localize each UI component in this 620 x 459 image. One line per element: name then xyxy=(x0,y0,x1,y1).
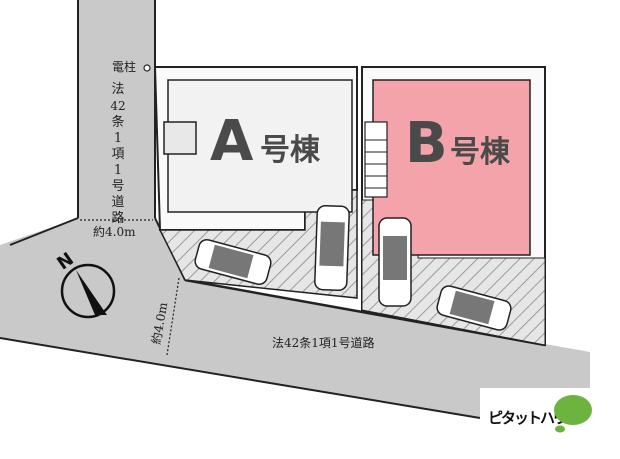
svg-text:法: 法 xyxy=(111,82,124,97)
car-icon xyxy=(436,285,512,331)
road-edge xyxy=(0,337,481,419)
side-road-label: 法 42 条 1 項 1 号 道 路 xyxy=(110,82,125,226)
building-a xyxy=(167,79,353,213)
svg-text:項: 項 xyxy=(111,147,124,162)
entrance-a xyxy=(163,121,197,155)
utility-pole-label: 電柱 xyxy=(112,59,136,74)
svg-text:路: 路 xyxy=(111,210,124,226)
dimension-line xyxy=(166,277,180,356)
building-a-letter: A xyxy=(210,109,254,174)
building-b-letter: B xyxy=(405,111,448,176)
logo-bubble xyxy=(554,395,592,425)
logo-box xyxy=(480,388,620,438)
svg-text:1: 1 xyxy=(114,131,122,146)
svg-text:1: 1 xyxy=(114,163,122,178)
stairs-lines xyxy=(365,139,387,189)
road-area xyxy=(0,0,590,432)
car-icon xyxy=(378,217,412,307)
front-road-width: 約4.0m xyxy=(148,300,170,345)
logo-bubble-small xyxy=(555,425,565,433)
car-icon xyxy=(194,238,272,286)
svg-text:42: 42 xyxy=(110,99,125,113)
stairs-b xyxy=(364,121,388,198)
utility-pole-icon xyxy=(143,64,151,72)
road-edge xyxy=(9,217,79,246)
building-b-suffix: 号棟 xyxy=(450,135,511,170)
front-road-label: 法42条1項1号道路 xyxy=(272,335,375,350)
svg-text:条: 条 xyxy=(111,114,124,130)
side-road-width: 約4.0m xyxy=(93,224,136,239)
svg-text:道: 道 xyxy=(111,195,124,210)
car-icon xyxy=(314,204,350,292)
svg-text:号: 号 xyxy=(111,179,124,194)
building-a-suffix: 号棟 xyxy=(260,133,321,168)
